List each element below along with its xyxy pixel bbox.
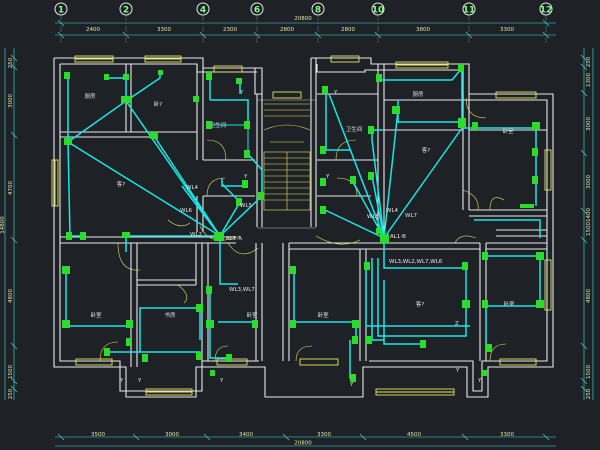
axis-marker-12: 12 <box>539 2 553 16</box>
circuit-labels: AL1-A AL1-B WL2 WL4 WL5 WL6 WL3,WL7 WL5 … <box>119 90 482 388</box>
dim-top-total: 20800 <box>294 16 312 22</box>
room-study-left: 书房 <box>164 311 176 319</box>
dim-right-4: 3000 <box>586 175 592 189</box>
dim-left-3: 4700 <box>8 181 14 195</box>
device-1 <box>64 72 70 79</box>
room-bedroom-mid-right: 卧室 <box>317 311 329 319</box>
room-living-right: 客? <box>422 146 431 154</box>
svg-text:2: 2 <box>123 6 129 16</box>
marker-y-8: Y <box>455 368 460 374</box>
axis-marker-11: 11 <box>462 2 476 16</box>
axis-marker-2: 2 <box>119 2 133 16</box>
dim-left-6: 250 <box>8 388 14 399</box>
room-kitchen-left: 厨房 <box>84 92 96 100</box>
marker-y-5: Y <box>219 378 224 384</box>
svg-text:1: 1 <box>58 6 64 16</box>
axis-marker-4: 4 <box>196 2 210 16</box>
dim-right-2: 1300 <box>586 73 592 87</box>
dimension-right: 250 1300 3000 3000 1400 1500 4800 1500 2… <box>580 48 594 400</box>
dim-top-1: 2400 <box>86 27 100 33</box>
room-labels: 厨房 卧? 卫生间 客? 卧室 书房 卧室 卧室 厨房 卫生间 客? 卧室 客?… <box>84 90 515 319</box>
dim-bottom-6: 3300 <box>500 432 514 438</box>
dim-bottom-5: 4500 <box>407 432 421 438</box>
dimension-left: 250 3000 4700 4800 1500 250 14800 <box>0 48 18 400</box>
marker-y-2: Y <box>333 90 338 96</box>
circuit-wl6-left: WL6 <box>180 208 193 214</box>
dim-bottom-total: 20800 <box>294 441 312 447</box>
dim-top-2: 3300 <box>157 27 171 33</box>
walls <box>53 57 554 398</box>
dim-right-1: 250 <box>586 56 592 67</box>
stairs <box>263 103 311 211</box>
doors <box>99 97 507 362</box>
dim-right-6: 1500 <box>586 222 592 236</box>
dim-bottom-3: 3400 <box>239 432 253 438</box>
svg-text:11: 11 <box>463 6 476 16</box>
marker-y-1: Y <box>239 90 244 96</box>
marker-y-6: Y <box>349 382 354 388</box>
devices <box>62 64 544 382</box>
room-bedroom-left-upper: 卧? <box>154 100 163 108</box>
axis-marker-6: 6 <box>250 2 264 16</box>
dim-right-8: 1500 <box>586 365 592 379</box>
dim-left-5: 1500 <box>8 365 14 379</box>
room-bedroom-right-upper: 卧室 <box>502 127 514 135</box>
room-kitchen-right: 厨房 <box>412 90 424 98</box>
circuit-wl5-left: WL5 <box>240 203 253 209</box>
marker-y-9: Y <box>243 174 248 180</box>
circuit-wl5-right: WL5 <box>367 214 380 220</box>
dim-bottom-4: 3300 <box>317 432 331 438</box>
dim-top-6: 3800 <box>416 27 430 33</box>
marker-y-3: Y <box>119 378 124 384</box>
circuit-wl3-wl7: WL3,WL7 <box>229 287 255 293</box>
dim-right-7: 4800 <box>586 289 592 303</box>
circuit-wl4-left: WL4 <box>186 185 199 191</box>
panel-label-left: AL1-A <box>226 236 242 242</box>
dim-bottom-1: 3500 <box>91 432 105 438</box>
marker-z: Z <box>455 321 459 327</box>
dim-right-9: 250 <box>586 388 592 399</box>
axis-markers-top: 1 2 4 6 8 10 11 12 <box>54 2 553 16</box>
dimension-bottom: 3500 3000 3400 3300 4500 3300 20800 <box>55 432 556 447</box>
room-living-left: 客? <box>117 180 126 188</box>
room-toilet-right: 卫生间 <box>346 125 363 133</box>
circuit-bundle-right: WL3,WL2,WL7,WL6 <box>389 259 443 265</box>
svg-text:12: 12 <box>540 6 553 16</box>
dim-left-total: 14800 <box>0 216 6 234</box>
room-living-right-lower: 客? <box>416 300 425 308</box>
axis-marker-8: 8 <box>311 2 325 16</box>
axis-marker-10: 10 <box>371 2 385 16</box>
dim-left-4: 4800 <box>8 289 14 303</box>
circuit-wl4-right: WL4 <box>386 208 399 214</box>
dim-right-5: 1400 <box>586 208 592 222</box>
dim-right-3: 3000 <box>586 117 592 131</box>
dim-left-2: 3000 <box>8 94 14 108</box>
dim-bottom-2: 3000 <box>165 432 179 438</box>
dim-top-5: 2800 <box>341 27 355 33</box>
axis-marker-1: 1 <box>54 2 68 16</box>
svg-text:8: 8 <box>315 6 321 16</box>
svg-text:6: 6 <box>254 6 260 16</box>
windows <box>51 55 552 396</box>
svg-text:10: 10 <box>372 6 385 16</box>
dim-left-1: 250 <box>8 57 14 68</box>
room-bedroom-left-lower: 卧室 <box>90 311 102 319</box>
circuit-wl2: WL2 <box>190 232 202 238</box>
marker-y-10: Y <box>325 174 330 180</box>
marker-y-4: Y <box>137 378 142 384</box>
dim-top-7: 3300 <box>500 27 514 33</box>
marker-y-7: Y <box>477 378 482 384</box>
axis-lines <box>60 15 547 45</box>
dimension-top: 2400 3300 2300 2800 2800 3800 3300 20800 <box>55 16 556 39</box>
dim-top-3: 2300 <box>223 27 237 33</box>
room-bedroom-right-lower: 卧室 <box>503 300 515 308</box>
svg-text:4: 4 <box>200 6 206 16</box>
dim-top-4: 2800 <box>280 27 294 33</box>
panel-label-right: AL1-B <box>390 234 406 240</box>
circuit-wl7-right: WL7 <box>405 213 418 219</box>
room-bedroom-mid-left: 卧室 <box>246 311 258 319</box>
